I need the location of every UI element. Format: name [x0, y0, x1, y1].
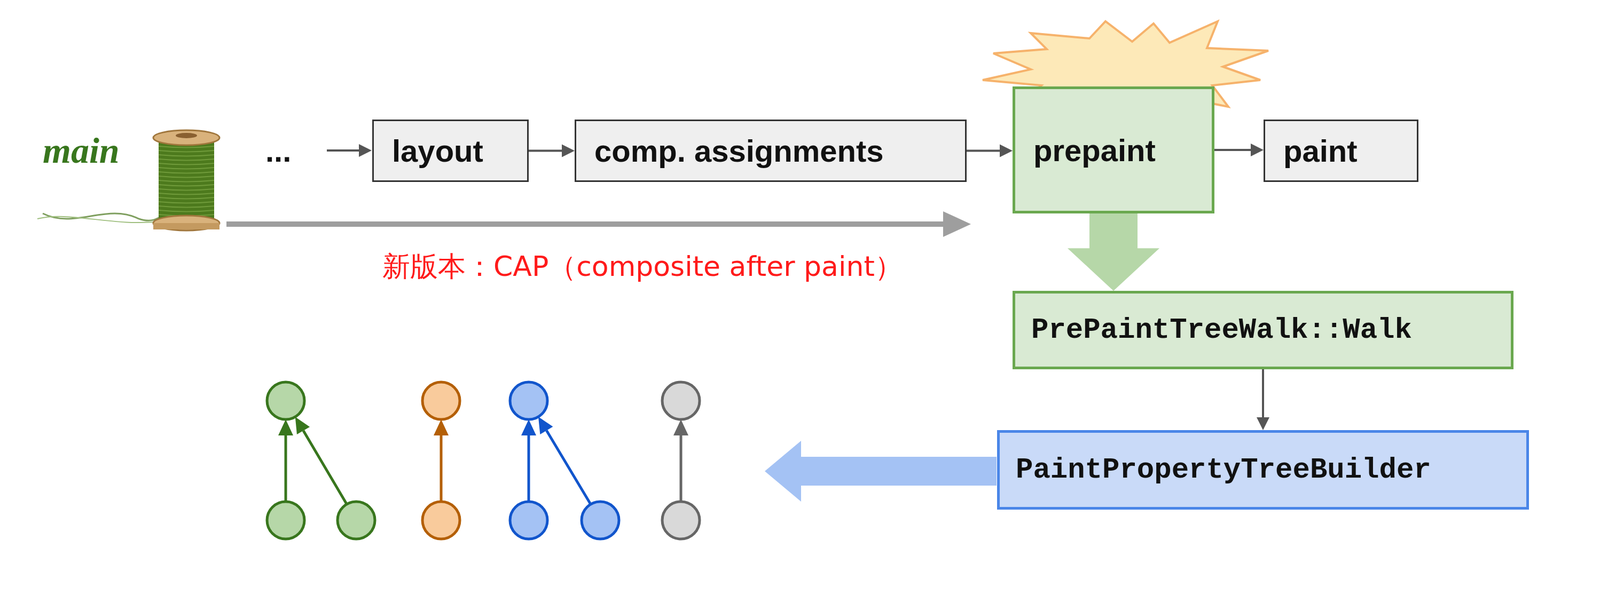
- node-text: paint: [1283, 132, 1358, 169]
- node-text: layout: [391, 132, 484, 169]
- node-text: PrePaintTreeWalk::Walk: [1031, 314, 1413, 347]
- process-box: prepaint: [1012, 86, 1215, 214]
- process-box: paint: [1263, 119, 1419, 183]
- flow-arrow: [1214, 143, 1264, 157]
- process-box: comp. assignments: [574, 119, 967, 183]
- process-box: layout: [372, 119, 529, 183]
- flow-arrow: [528, 144, 575, 158]
- flow-arrow: [326, 144, 372, 158]
- thread-spool: [37, 130, 220, 231]
- node-text: prepaint: [1033, 132, 1156, 169]
- function-box: PrePaintTreeWalk::Walk: [1012, 291, 1514, 370]
- thread-label: main: [42, 129, 120, 172]
- block-arrow: [1067, 213, 1160, 292]
- node-text: comp. assignments: [594, 132, 884, 169]
- flow-arrow: [966, 144, 1013, 158]
- property-trees: [267, 382, 700, 540]
- node-text: PaintPropertyTreeBuilder: [1015, 453, 1432, 487]
- class-box: PaintPropertyTreeBuilder: [997, 430, 1529, 511]
- flow-arrow: [1256, 369, 1270, 431]
- output-arrow: [764, 441, 997, 503]
- note-text: 新版本：CAP（composite after paint）: [382, 248, 903, 286]
- timeline-arrow: [226, 211, 971, 238]
- ellipsis: ...: [265, 132, 292, 169]
